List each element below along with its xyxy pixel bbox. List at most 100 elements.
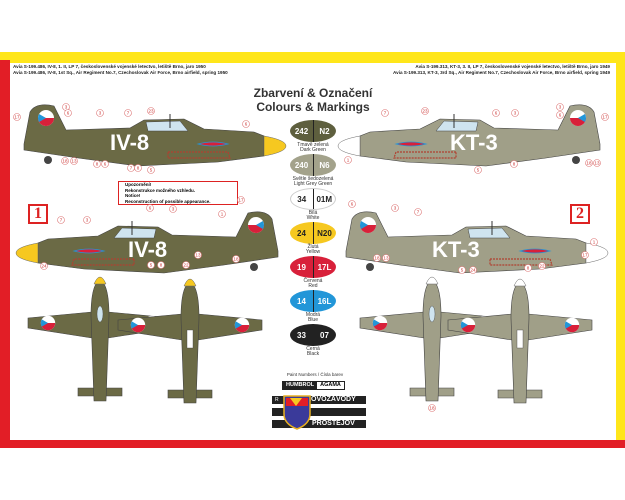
variant2-side-view-left	[337, 104, 601, 167]
callout-number: 7	[57, 216, 65, 224]
svg-text:18: 18	[586, 161, 592, 166]
spinner	[585, 242, 609, 264]
reconstruction-warning: Upozornění! Rekonstrukce možného vzhledu…	[118, 181, 238, 205]
roundel-icon	[360, 217, 376, 233]
svg-text:8: 8	[96, 162, 99, 167]
humbrol-number: 242	[294, 126, 309, 136]
spinner	[15, 242, 39, 264]
svg-text:8: 8	[527, 266, 530, 271]
caption-en: Avia S-199.486, IV-8, 1st Sq., Air Regim…	[13, 70, 228, 75]
svg-text:7: 7	[127, 111, 130, 116]
callout-number: 3	[62, 103, 70, 111]
svg-text:7: 7	[384, 111, 387, 116]
callout-number: 13	[194, 251, 202, 259]
brand-humbrol: HUMBROL	[283, 382, 318, 389]
roundel-icon	[38, 110, 54, 126]
variant1-side-view-left	[15, 211, 279, 274]
svg-text:3: 3	[65, 105, 68, 110]
logo-line2: PROSTĚJOV	[312, 420, 355, 427]
callout-number: 18	[373, 254, 381, 262]
callout-number: 6	[492, 109, 500, 117]
roundel-icon	[570, 110, 586, 126]
callout-number: 17	[601, 113, 609, 121]
agama-number: N20	[317, 228, 332, 238]
paint-legend: HUMBROL AGAMA	[282, 381, 345, 390]
variant1-marker: 1	[28, 204, 48, 224]
svg-text:18: 18	[429, 406, 435, 411]
svg-text:7: 7	[130, 166, 133, 171]
svg-text:24: 24	[470, 268, 476, 273]
aircraft-code: KT-3	[450, 130, 498, 155]
agama-number: 16L	[317, 296, 332, 306]
canopy	[435, 120, 479, 132]
roundel-icon	[248, 217, 264, 233]
svg-text:17: 17	[582, 253, 588, 258]
svg-text:18: 18	[374, 256, 380, 261]
svg-text:18: 18	[62, 159, 68, 164]
callout-number: 6	[146, 204, 154, 212]
svg-text:1: 1	[593, 240, 596, 245]
agama-number: 07	[320, 330, 329, 340]
caption-en: Avia S-199.313, KT-3, 3rd Sq., Air Regim…	[393, 70, 610, 75]
right-border-yellow	[616, 60, 625, 442]
roundel-icon	[460, 317, 476, 333]
callout-number: 6	[556, 111, 564, 119]
svg-text:5: 5	[150, 263, 153, 268]
callout-number: 6	[348, 200, 356, 208]
agama-number: 01M	[316, 194, 333, 204]
svg-text:3: 3	[514, 111, 517, 116]
agama-number: N2	[319, 126, 330, 136]
callout-number: 7	[124, 109, 132, 117]
svg-text:23: 23	[148, 109, 154, 114]
svg-text:17: 17	[14, 115, 20, 120]
callout-number: 17	[581, 251, 589, 259]
svg-text:3: 3	[99, 111, 102, 116]
callout-number: 22	[182, 261, 190, 269]
variant2-underside-view	[447, 278, 593, 404]
logo-prefix: R	[275, 397, 279, 403]
callout-number: 1	[590, 238, 598, 246]
callout-number: 8	[510, 160, 518, 168]
svg-text:5: 5	[477, 168, 480, 173]
callout-number: 7	[381, 109, 389, 117]
callout-number: 3	[391, 204, 399, 212]
svg-text:1: 1	[221, 212, 224, 217]
svg-text:6: 6	[495, 111, 498, 116]
paint-chip-blue: 14 16L	[290, 290, 336, 312]
callout-number: 6	[101, 160, 109, 168]
callout-number: 18	[585, 159, 593, 167]
variant1-underside-view	[117, 278, 263, 404]
svg-text:17: 17	[602, 115, 608, 120]
svg-text:13: 13	[383, 256, 389, 261]
callout-number: 6	[242, 120, 250, 128]
caption-cz: Avia S-199.313, KT-3, 3. II, LP 7, česko…	[415, 64, 610, 69]
variant1-caption: Avia S-199.486, IV-8, 1. II, LP 7, česko…	[13, 64, 228, 76]
svg-text:18: 18	[233, 257, 239, 262]
callout-number: 24	[40, 262, 48, 270]
callout-number: 18	[61, 157, 69, 165]
variant2-side-view-right	[345, 211, 609, 274]
humbrol-number: 14	[297, 296, 306, 306]
svg-text:17: 17	[238, 198, 244, 203]
svg-text:3: 3	[172, 207, 175, 212]
callout-number: 22	[538, 262, 546, 270]
variant2-marker: 2	[570, 204, 590, 224]
svg-text:6: 6	[351, 202, 354, 207]
callout-number: 1	[344, 156, 352, 164]
svg-text:8: 8	[137, 166, 140, 171]
callout-number: 3	[556, 103, 564, 111]
title-cz: Zbarvení & Označení	[253, 86, 373, 100]
aircraft-code: IV-8	[110, 130, 149, 155]
warning-line: Upozornění!	[125, 182, 152, 187]
svg-text:1: 1	[347, 158, 350, 163]
caption-cz: Avia S-199.486, IV-8, 1. II, LP 7, česko…	[13, 64, 206, 69]
svg-text:24: 24	[41, 264, 47, 269]
